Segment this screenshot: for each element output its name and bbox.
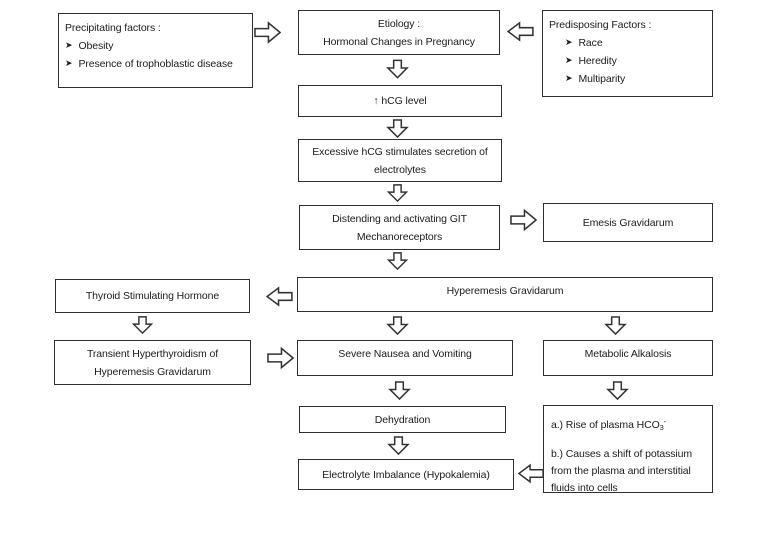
flow-arrow-left-icon — [266, 286, 293, 307]
flow-arrow-down-icon — [386, 316, 409, 335]
flow-arrow-down-icon — [387, 436, 410, 455]
box-transient-hyperthyroidism: Transient Hyperthyroidism of Hyperemesis… — [54, 340, 251, 385]
box-bicarbonate-effects: a.) Rise of plasma HCO3- b.) Causes a sh… — [543, 405, 713, 494]
flow-arrow-down-icon — [606, 381, 629, 400]
box-hcg-level: ↑ hCG level — [298, 85, 502, 117]
arrowhead-bullet-icon: ➤ — [65, 58, 73, 68]
ab-line-b: b.) Causes a shift of potassium from the… — [551, 448, 693, 494]
ab-line-a: a.) Rise of plasma HCO3- — [551, 417, 667, 432]
arrowhead-bullet-icon: ➤ — [565, 73, 573, 83]
flow-arrow-left-icon — [518, 463, 544, 484]
arrowhead-bullet-icon: ➤ — [565, 37, 573, 47]
box-metabolic-alkalosis: Metabolic Alkalosis — [543, 340, 713, 376]
flow-arrow-down-icon — [386, 252, 409, 270]
box-excessive-hcg: Excessive hCG stimulates secretion of el… — [298, 139, 502, 182]
box-electrolyte-imbalance: Electrolyte Imbalance (Hypokalemia) — [298, 459, 514, 490]
predisposing-item: ➤ Race — [549, 34, 603, 52]
flow-arrow-down-icon — [386, 184, 409, 202]
flow-arrow-down-icon — [131, 316, 154, 334]
flow-arrow-right-icon — [254, 20, 281, 45]
box-hyperemesis-gravidarum: Hyperemesis Gravidarum — [297, 277, 713, 312]
predisposing-item: ➤ Multiparity — [549, 70, 625, 88]
flow-arrow-right-icon — [510, 208, 537, 232]
precipitating-item: ➤ Presence of trophoblastic disease — [65, 55, 233, 73]
box-emesis-gravidarum: Emesis Gravidarum — [543, 203, 713, 242]
box-predisposing-factors: Predisposing Factors : ➤ Race ➤ Heredity… — [542, 10, 713, 97]
predisposing-title: Predisposing Factors : — [549, 19, 652, 31]
flow-arrow-left-icon — [506, 21, 535, 42]
flow-arrow-right-icon — [267, 345, 294, 371]
box-severe-nausea-vomiting: Severe Nausea and Vomiting — [297, 340, 513, 376]
precipitating-title: Precipitating factors : — [65, 22, 161, 34]
arrowhead-bullet-icon: ➤ — [565, 55, 573, 65]
box-dehydration: Dehydration — [299, 406, 506, 433]
box-thyroid-stimulating-hormone: Thyroid Stimulating Hormone — [55, 279, 250, 313]
predisposing-item: ➤ Heredity — [549, 52, 617, 70]
box-distending-git: Distending and activating GIT Mechanorec… — [299, 205, 500, 250]
box-precipitating-factors: Precipitating factors : ➤ Obesity ➤ Pres… — [58, 13, 253, 88]
box-etiology: Etiology : Hormonal Changes in Pregnancy — [298, 10, 500, 55]
flow-arrow-down-icon — [386, 59, 409, 79]
flow-arrow-down-icon — [386, 119, 409, 138]
precipitating-item: ➤ Obesity — [65, 37, 113, 55]
flow-arrow-down-icon — [604, 316, 627, 335]
arrowhead-bullet-icon: ➤ — [65, 40, 73, 50]
flow-arrow-down-icon — [388, 381, 411, 400]
